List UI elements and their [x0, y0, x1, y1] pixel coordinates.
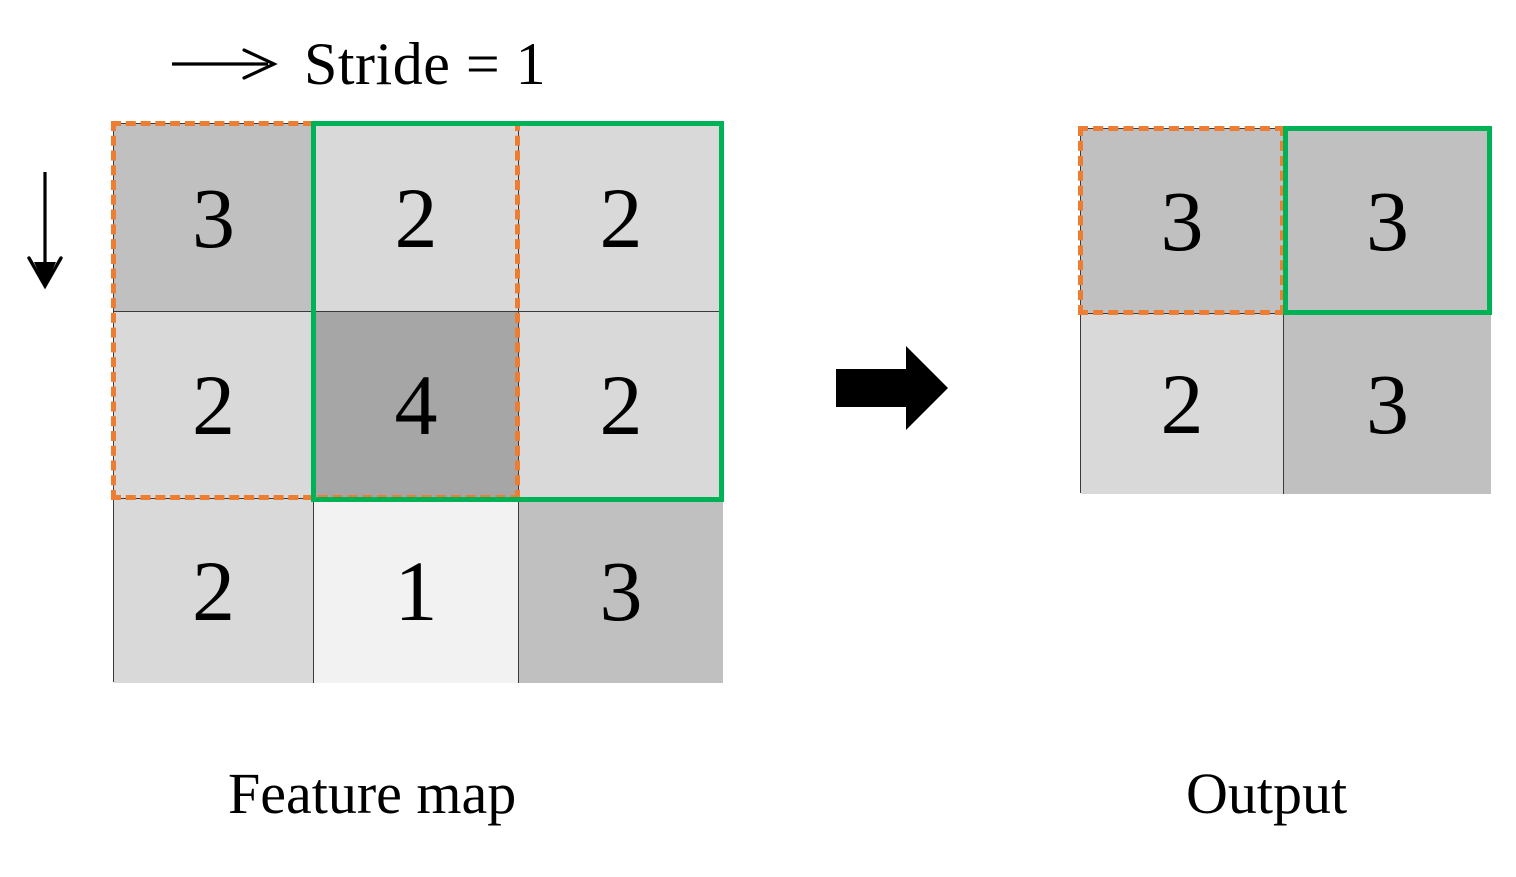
block-arrow-right-icon [836, 346, 948, 430]
feature-map-cell-r3c1[interactable]: 2 [114, 499, 314, 683]
feature-map-cell-r2c1[interactable]: 2 [114, 312, 314, 499]
output-caption: Output [1186, 761, 1348, 826]
output-cell-r1c2[interactable]: 3 [1284, 129, 1491, 314]
feature-map-grid: 3 2 2 2 4 2 2 1 3 [113, 123, 723, 683]
output-cell-r2c1[interactable]: 2 [1081, 314, 1284, 494]
feature-map-cell-r1c3[interactable]: 2 [519, 124, 723, 312]
arrow-right-icon [172, 48, 278, 80]
feature-map-cell-r2c3[interactable]: 2 [519, 312, 723, 499]
output-cell-r2c2[interactable]: 3 [1284, 314, 1491, 494]
stride-label: Stride = 1 [304, 31, 547, 97]
arrow-down-icon [27, 172, 63, 290]
feature-map-cell-r1c2[interactable]: 2 [314, 124, 519, 312]
stride-annotation: Stride = 1 [170, 24, 546, 104]
output-grid: 3 3 2 3 [1080, 128, 1491, 494]
feature-map-cell-r3c2[interactable]: 1 [314, 499, 519, 683]
feature-map-cell-r3c3[interactable]: 3 [519, 499, 723, 683]
output-cell-r1c1[interactable]: 3 [1081, 129, 1284, 314]
feature-map-cell-r2c2[interactable]: 4 [314, 312, 519, 499]
feature-map-cell-r1c1[interactable]: 3 [114, 124, 314, 312]
feature-map-caption: Feature map [228, 761, 517, 826]
